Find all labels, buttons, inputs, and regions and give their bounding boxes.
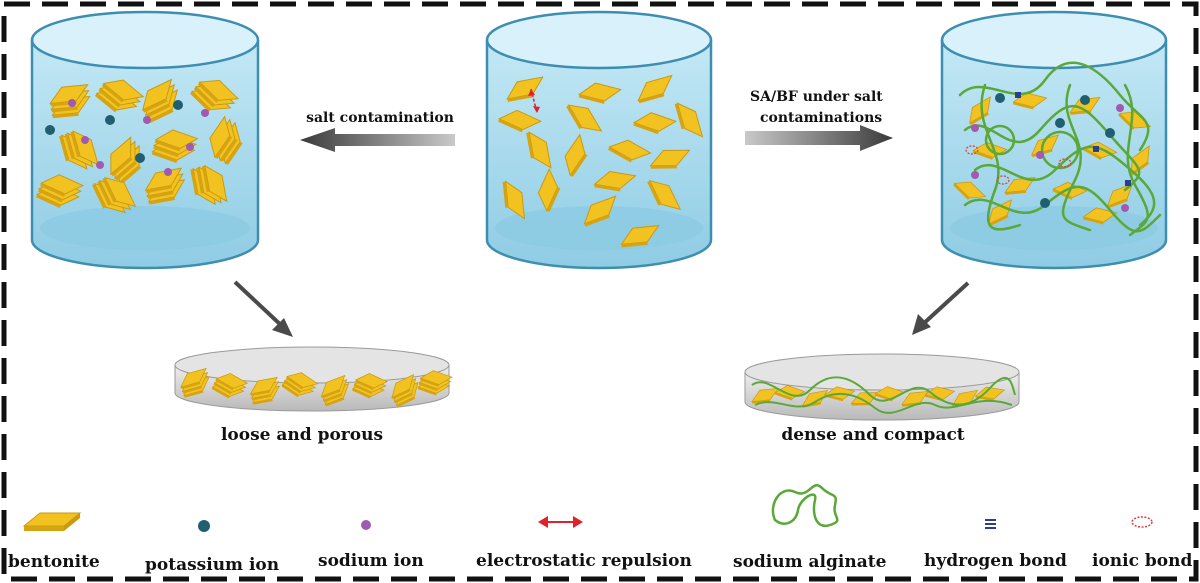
right-down-arrow: [912, 281, 970, 335]
sodium-alginate-icon: [771, 484, 839, 528]
sa-bf-label-line2: contaminations: [760, 110, 882, 126]
legend-item-potassium: potassium ion: [145, 520, 279, 575]
repulsion-marker: [528, 88, 540, 114]
loose-porous-label: loose and porous: [221, 425, 383, 445]
right-ions: [971, 93, 1129, 212]
dense-compact-label: dense and compact: [781, 425, 964, 445]
legend-item-sodium: sodium ion: [318, 520, 424, 571]
legend-label-hydrogen-bond: hydrogen bond: [924, 551, 1067, 571]
legend-item-ionic-bond: ionic bond: [1092, 516, 1192, 571]
hydrogen-bond-icon: [985, 519, 996, 529]
legend-label-ionic-bond: ionic bond: [1092, 551, 1192, 571]
legend-label-alginate: sodium alginate: [733, 552, 887, 572]
middle-beaker: [485, 10, 713, 270]
right-beaker: [940, 10, 1168, 270]
sodium-ion-icon: [361, 520, 371, 530]
legend-item-alginate: sodium alginate: [733, 484, 887, 572]
loose-porous-disc: [174, 346, 452, 412]
dense-compact-disc: [744, 353, 1020, 421]
legend-item-repulsion: electrostatic repulsion: [476, 516, 692, 571]
legend-label-bentonite: bentonite: [8, 552, 100, 572]
left-beaker: [30, 10, 260, 270]
legend-label-repulsion: electrostatic repulsion: [476, 551, 692, 571]
legend-label-sodium: sodium ion: [318, 551, 424, 571]
ionic-bond-icon: [1131, 516, 1153, 528]
electrostatic-repulsion-icon: [538, 516, 583, 528]
potassium-ion-icon: [198, 520, 210, 532]
sa-bf-label-line1: SA/BF under salt: [750, 89, 883, 105]
legend: bentonite potassium ion sodium ion elect…: [8, 484, 1192, 575]
hydrogen-bond-markers: [1015, 92, 1131, 186]
sa-bf-arrow: [745, 125, 893, 151]
legend-label-potassium: potassium ion: [145, 555, 279, 575]
salt-contamination-label: salt contamination: [306, 110, 454, 126]
salt-contamination-arrow: [300, 128, 455, 152]
legend-item-hydrogen-bond: hydrogen bond: [924, 519, 1067, 571]
legend-item-bentonite: bentonite: [8, 512, 100, 572]
bentonite-icon: [22, 512, 82, 531]
ionic-bond-markers: [965, 145, 1072, 185]
left-down-arrow: [233, 280, 293, 337]
alginate-network: [958, 61, 1162, 237]
left-ions: [45, 99, 209, 176]
